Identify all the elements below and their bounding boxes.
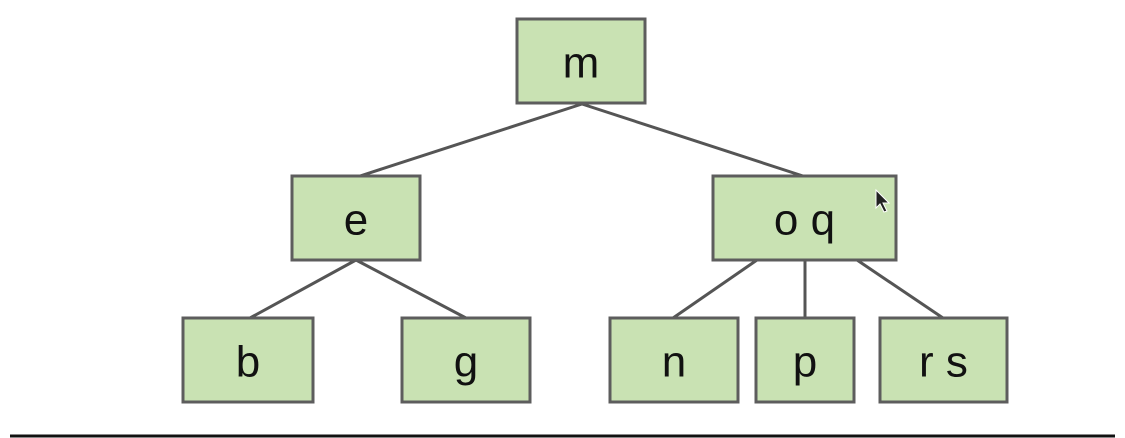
node-label-b: b <box>236 338 260 387</box>
tree-node-g: g <box>400 316 532 404</box>
tree-node-oq: o q <box>711 174 898 262</box>
tree-node-b: b <box>181 316 315 404</box>
tree-node-p: p <box>754 316 856 404</box>
tree-nodes: m e o q b g n p r s <box>181 17 1009 404</box>
edge-oq-rs <box>855 258 945 320</box>
node-box-rs <box>878 316 1009 404</box>
edge-e-g <box>354 258 468 320</box>
node-box-oq <box>711 174 898 262</box>
node-label-p: p <box>793 338 817 387</box>
tree-edges <box>248 102 945 320</box>
node-label-e: e <box>344 196 368 245</box>
node-label-g: g <box>454 338 478 387</box>
node-box-p <box>754 316 856 404</box>
edge-e-b <box>248 258 358 320</box>
tree-node-e: e <box>290 174 422 262</box>
edge-m-oq <box>580 102 805 178</box>
node-box-b <box>181 316 315 404</box>
node-box-n <box>608 316 740 404</box>
node-box-e <box>290 174 422 262</box>
tree-node-m: m <box>515 17 647 105</box>
node-label-m: m <box>563 39 600 88</box>
node-box-g <box>400 316 532 404</box>
node-label-rs: r s <box>919 338 968 387</box>
tree-node-rs: r s <box>878 316 1009 404</box>
edge-m-e <box>358 102 584 178</box>
mouse-cursor-icon <box>875 188 891 213</box>
node-label-n: n <box>662 338 686 387</box>
node-label-oq: o q <box>774 196 835 245</box>
edge-oq-n <box>671 258 759 320</box>
tree-node-n: n <box>608 316 740 404</box>
node-box-m <box>515 17 647 105</box>
